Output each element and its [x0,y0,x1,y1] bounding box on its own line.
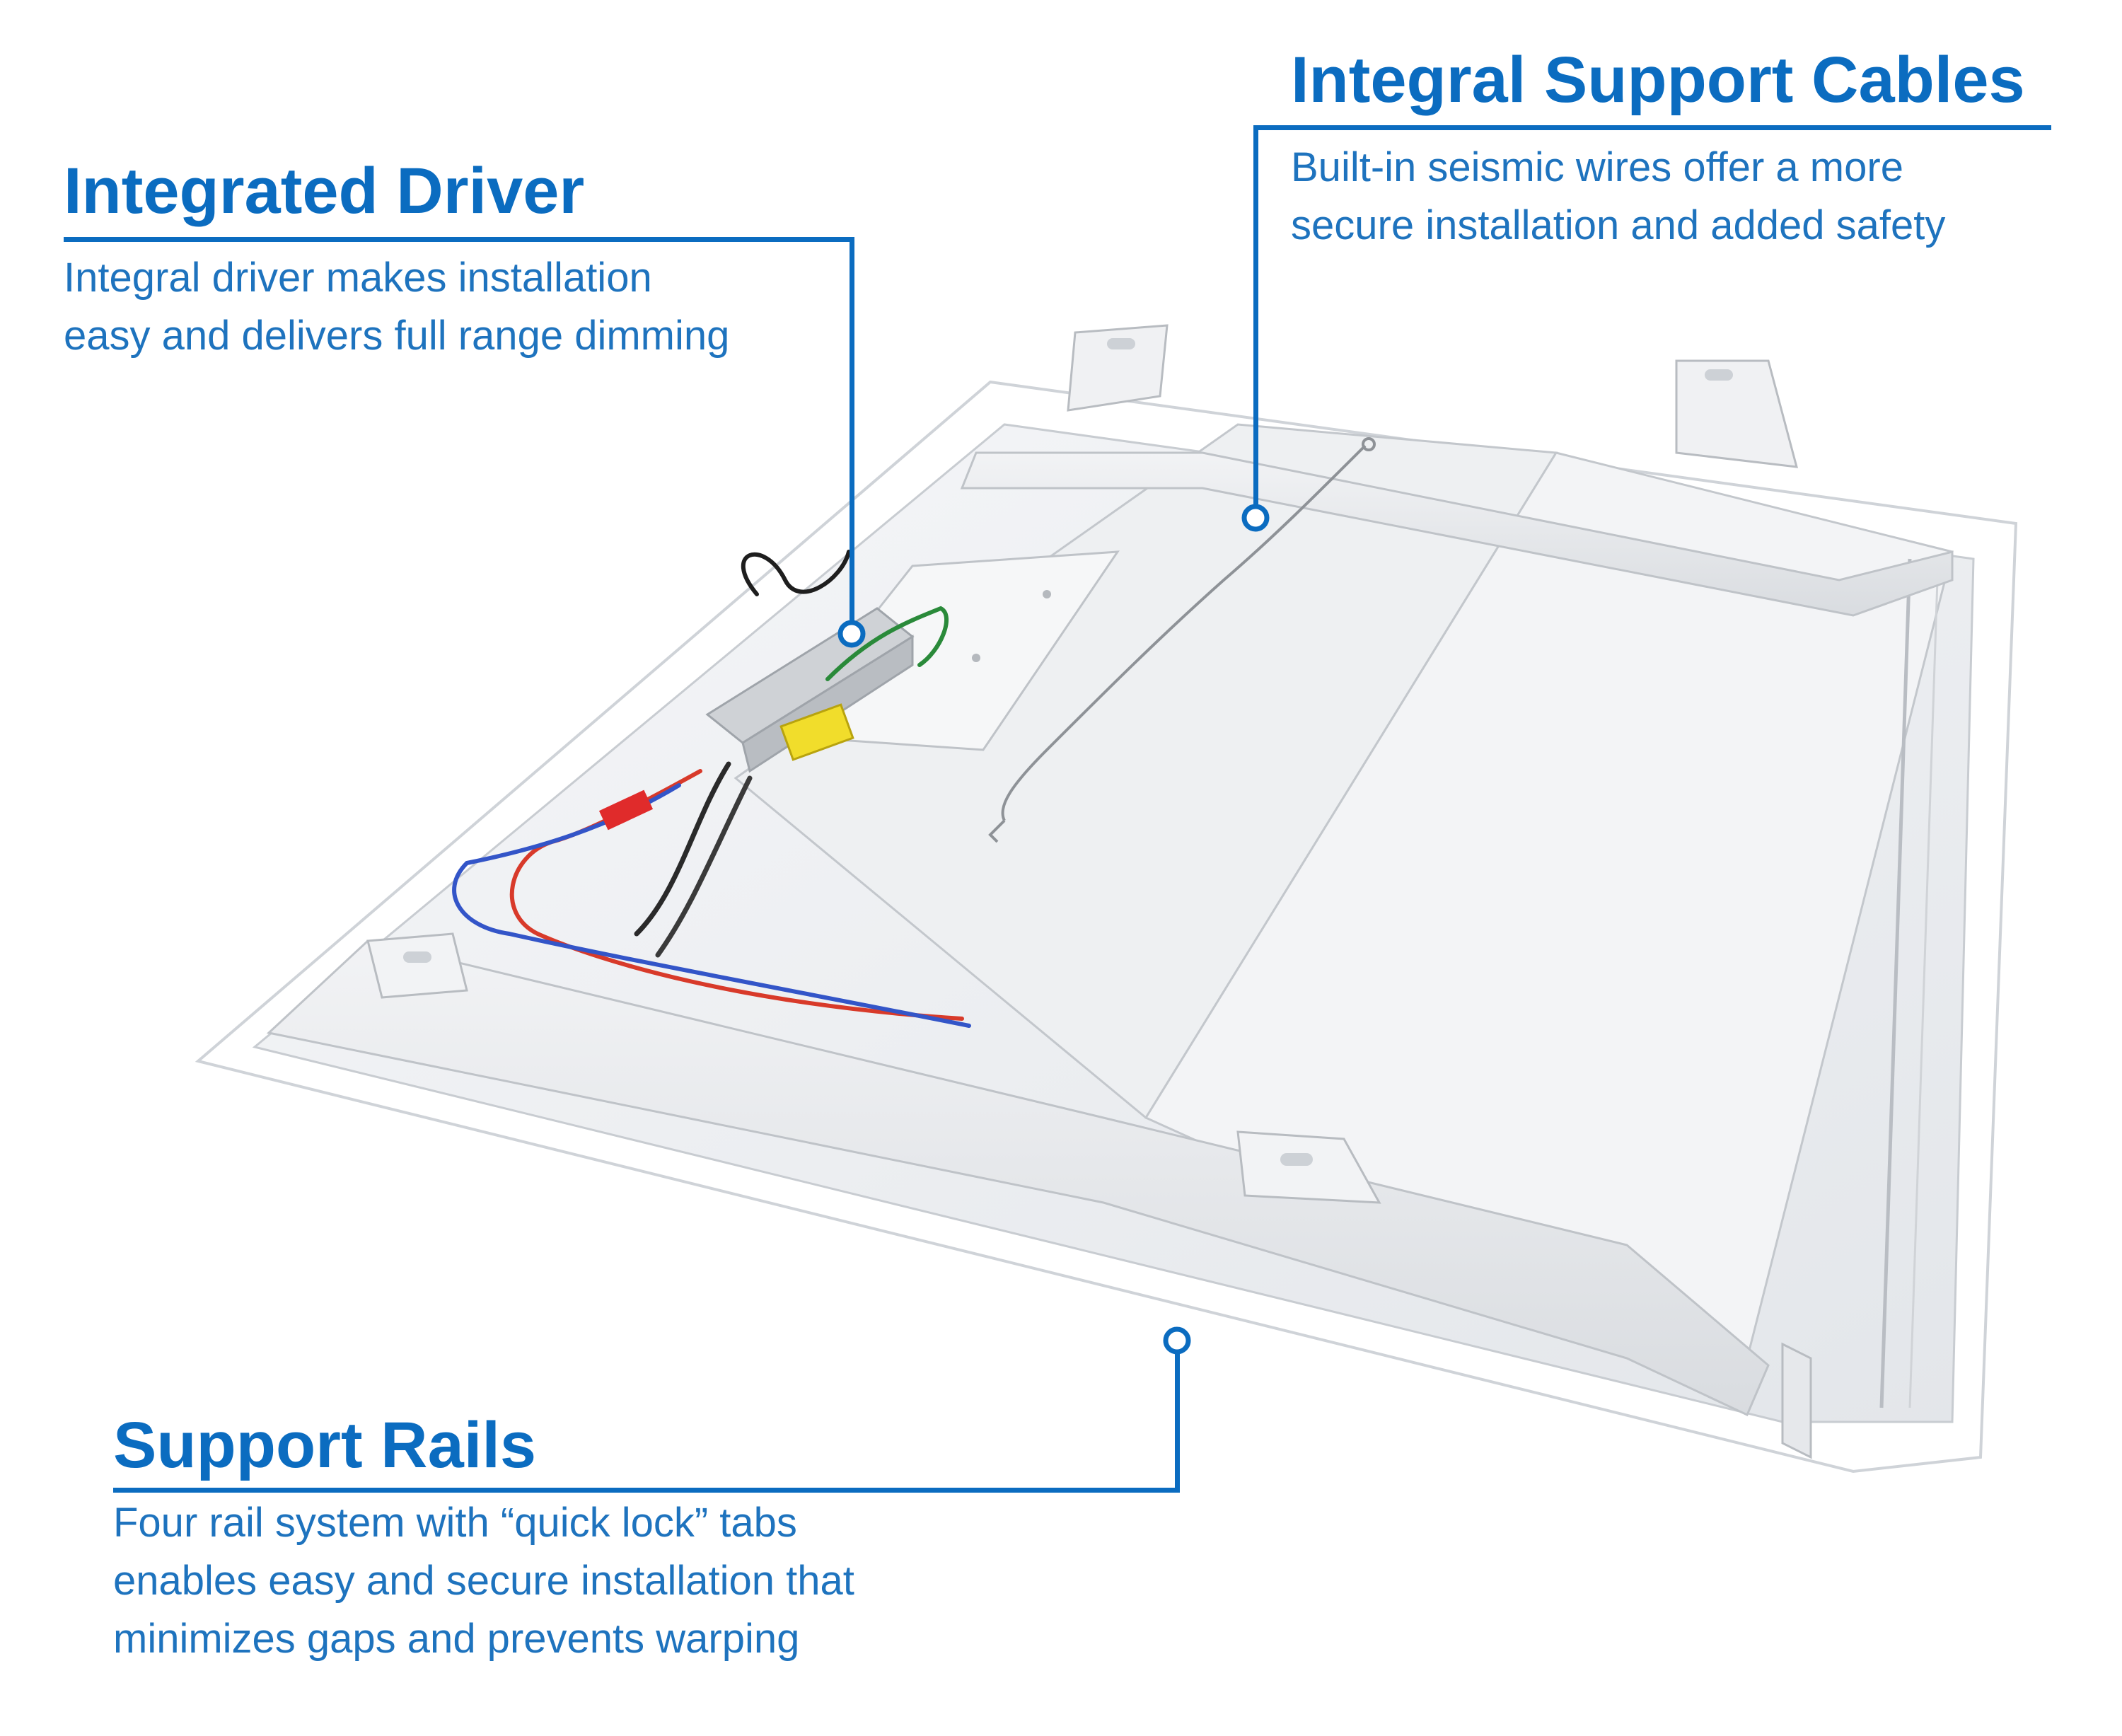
support-rails-description: Four rail system with “quick lock” tabs … [113,1494,854,1668]
seismic-cable [988,437,1376,843]
support-cables-line: Built-in seismic wires offer a more [1291,144,1903,190]
integrated-driver-title: Integrated Driver [64,155,585,227]
bottom-rail [266,932,1812,1459]
support-rails-line: Four rail system with “quick lock” tabs [113,1500,797,1546]
support-rails-title: Support Rails [113,1409,537,1481]
integrated-driver-line: Integral driver makes installation [64,255,652,301]
leader-lines [64,125,2051,1493]
support-cables-title: Integral Support Cables [1291,44,2025,116]
callout-dots [837,504,1270,1355]
support-rails-line: minimizes gaps and prevents warping [113,1616,800,1662]
integrated-driver-line: easy and delivers full range dimming [64,313,730,359]
top-rail [960,324,1954,617]
support-cables-description: Built-in seismic wires offer a more secu… [1291,139,1945,255]
wire-bundle [452,550,971,1028]
support-rails-line: enables easy and secure installation tha… [113,1558,854,1604]
integrated-driver-description: Integral driver makes installation easy … [64,249,729,365]
support-cables-line: secure installation and added safety [1291,202,1946,248]
